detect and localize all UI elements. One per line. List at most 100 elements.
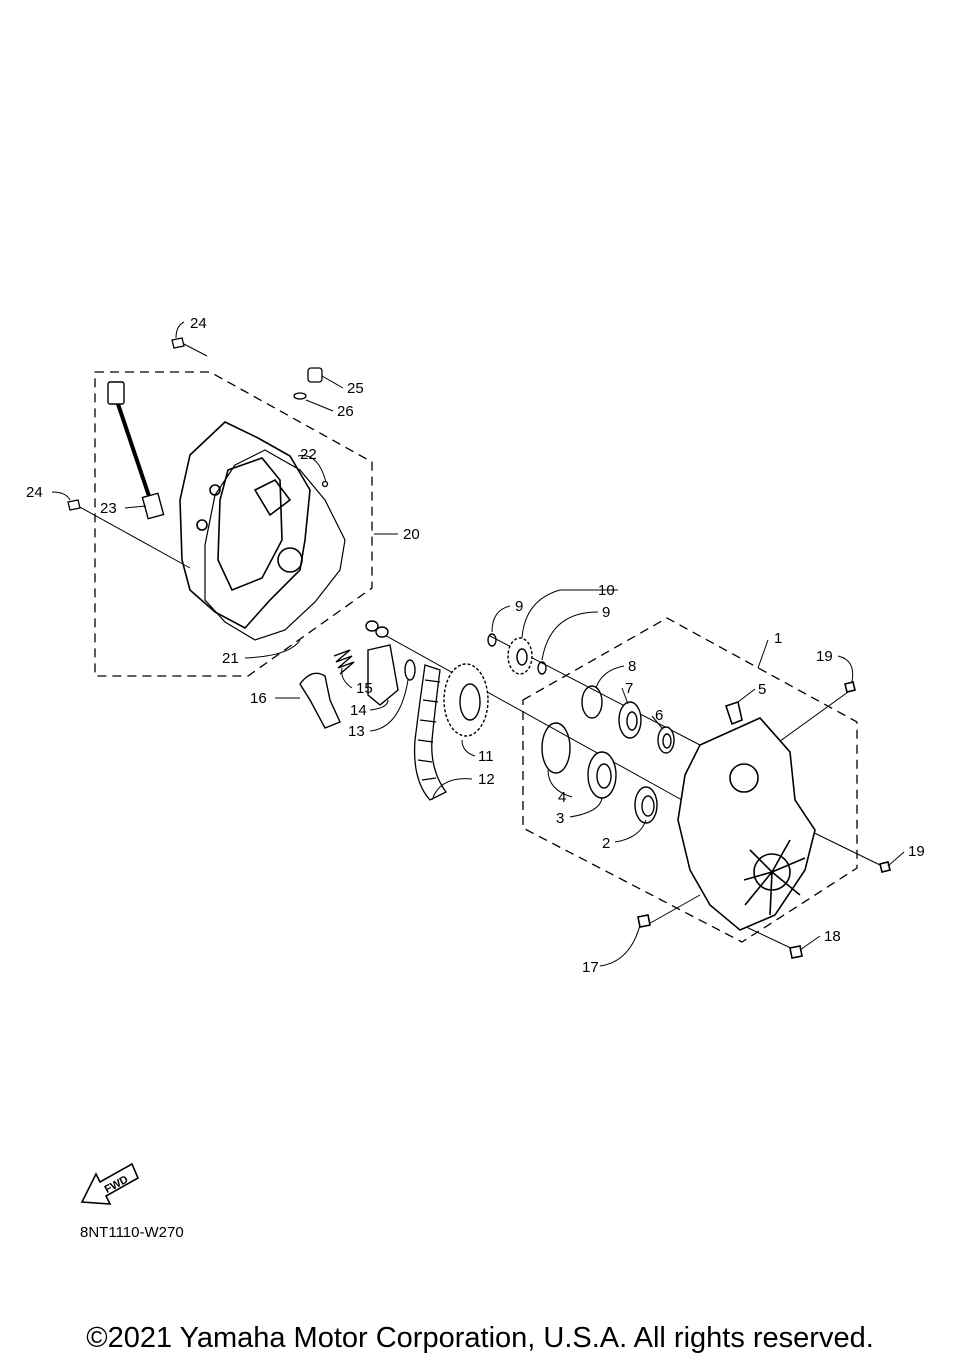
callout-24-top: 24	[190, 315, 207, 332]
callout-18: 18	[824, 928, 841, 945]
leader-lines	[51, 321, 905, 967]
dashed-group-outlines	[94, 371, 858, 943]
leader	[651, 715, 663, 729]
leader	[799, 935, 821, 951]
callout-4: 4	[558, 789, 566, 806]
callout-22: 22	[300, 446, 317, 463]
callout-9b: 9	[602, 604, 610, 621]
cover-inner-panel	[217, 457, 283, 592]
callout-7: 7	[625, 680, 633, 697]
case-fan-hub	[753, 853, 791, 891]
leader	[595, 665, 625, 689]
bearing-3-inner	[596, 763, 612, 789]
screw-19-top	[844, 681, 856, 693]
spring-coil	[333, 649, 355, 675]
sprocket-hub	[459, 683, 481, 721]
leader	[175, 321, 185, 339]
left-screw-axis	[77, 505, 191, 569]
leader	[305, 399, 334, 412]
callout-24-left: 24	[26, 484, 43, 501]
leader	[547, 769, 573, 798]
cover-outline	[179, 421, 311, 630]
screw-left	[67, 499, 81, 511]
small-gear-hub	[516, 648, 528, 666]
bearing-7-inner	[626, 711, 638, 731]
leader	[244, 639, 301, 659]
washer	[365, 620, 379, 632]
callout-17: 17	[582, 959, 599, 976]
leader	[369, 699, 389, 711]
callout-21: 21	[222, 650, 239, 667]
callout-19-bottom: 19	[908, 843, 925, 860]
fwd-arrow-icon: FWD	[80, 1162, 140, 1205]
fwd-label: FWD	[103, 1174, 131, 1196]
o-ring-plug	[293, 392, 307, 400]
right-case	[637, 681, 891, 959]
leader	[431, 778, 473, 801]
seal-6-inner	[662, 733, 672, 749]
leader	[757, 639, 769, 669]
case-fan-blades	[743, 839, 806, 916]
callout-13: 13	[348, 723, 365, 740]
callout-8: 8	[628, 658, 636, 675]
callout-labels: 1 2 3 4 5 6 7 8 9 9 10 11 12 13 14 15 16…	[26, 315, 925, 976]
sensor-lead	[116, 403, 154, 506]
main-axis	[371, 627, 701, 811]
sensor-with-lead	[107, 381, 165, 520]
leader	[341, 667, 353, 689]
bolt-axis	[741, 924, 796, 951]
case-port	[729, 763, 759, 793]
callout-2: 2	[602, 835, 610, 852]
callout-5: 5	[758, 681, 766, 698]
case-outline	[677, 717, 816, 931]
nut-17	[637, 914, 651, 928]
screw-19-bottom	[879, 861, 891, 873]
callout-26: 26	[337, 403, 354, 420]
tensioner-assembly	[299, 620, 416, 729]
plug	[307, 367, 323, 383]
leader	[599, 924, 641, 967]
o-ring-4	[541, 722, 571, 774]
callout-14: 14	[350, 702, 367, 719]
clip-9a	[487, 633, 497, 647]
cover-group-box	[94, 371, 373, 677]
nut-axis	[644, 894, 701, 927]
sensor-body	[141, 492, 165, 520]
o-ring-8	[581, 685, 603, 719]
screw-top	[171, 337, 185, 349]
case-group-box	[522, 617, 858, 943]
leader	[737, 688, 756, 703]
chain-links	[417, 679, 441, 781]
callout-3: 3	[556, 810, 564, 827]
leader	[569, 797, 603, 818]
nipple-5	[724, 700, 743, 726]
leader	[51, 491, 71, 501]
diagram-code: 8NT1110-W270	[80, 1224, 184, 1241]
guide	[299, 672, 341, 729]
callout-9a: 9	[515, 598, 523, 615]
drive-chain	[413, 664, 447, 801]
callout-16: 16	[250, 690, 267, 707]
top-screw-axis	[179, 341, 208, 357]
chain-strand	[413, 664, 447, 801]
small-ring	[321, 480, 329, 488]
callout-1: 1	[774, 630, 782, 647]
cover-latch	[253, 478, 292, 517]
callout-12: 12	[478, 771, 495, 788]
gasket	[204, 449, 346, 641]
callout-6: 6	[655, 707, 663, 724]
leader	[461, 739, 476, 757]
callout-11: 11	[478, 748, 494, 765]
callout-10: 10	[598, 582, 615, 599]
callout-23: 23	[100, 500, 117, 517]
callout-19-top: 19	[816, 648, 833, 665]
leader	[837, 655, 854, 683]
leader	[621, 687, 629, 705]
leader	[614, 819, 647, 843]
clip-9b	[537, 661, 547, 675]
collar	[375, 626, 389, 638]
leader	[124, 505, 147, 509]
bolt-18	[789, 945, 803, 959]
small-fasteners	[67, 337, 329, 511]
tensioner-arm	[367, 644, 399, 706]
